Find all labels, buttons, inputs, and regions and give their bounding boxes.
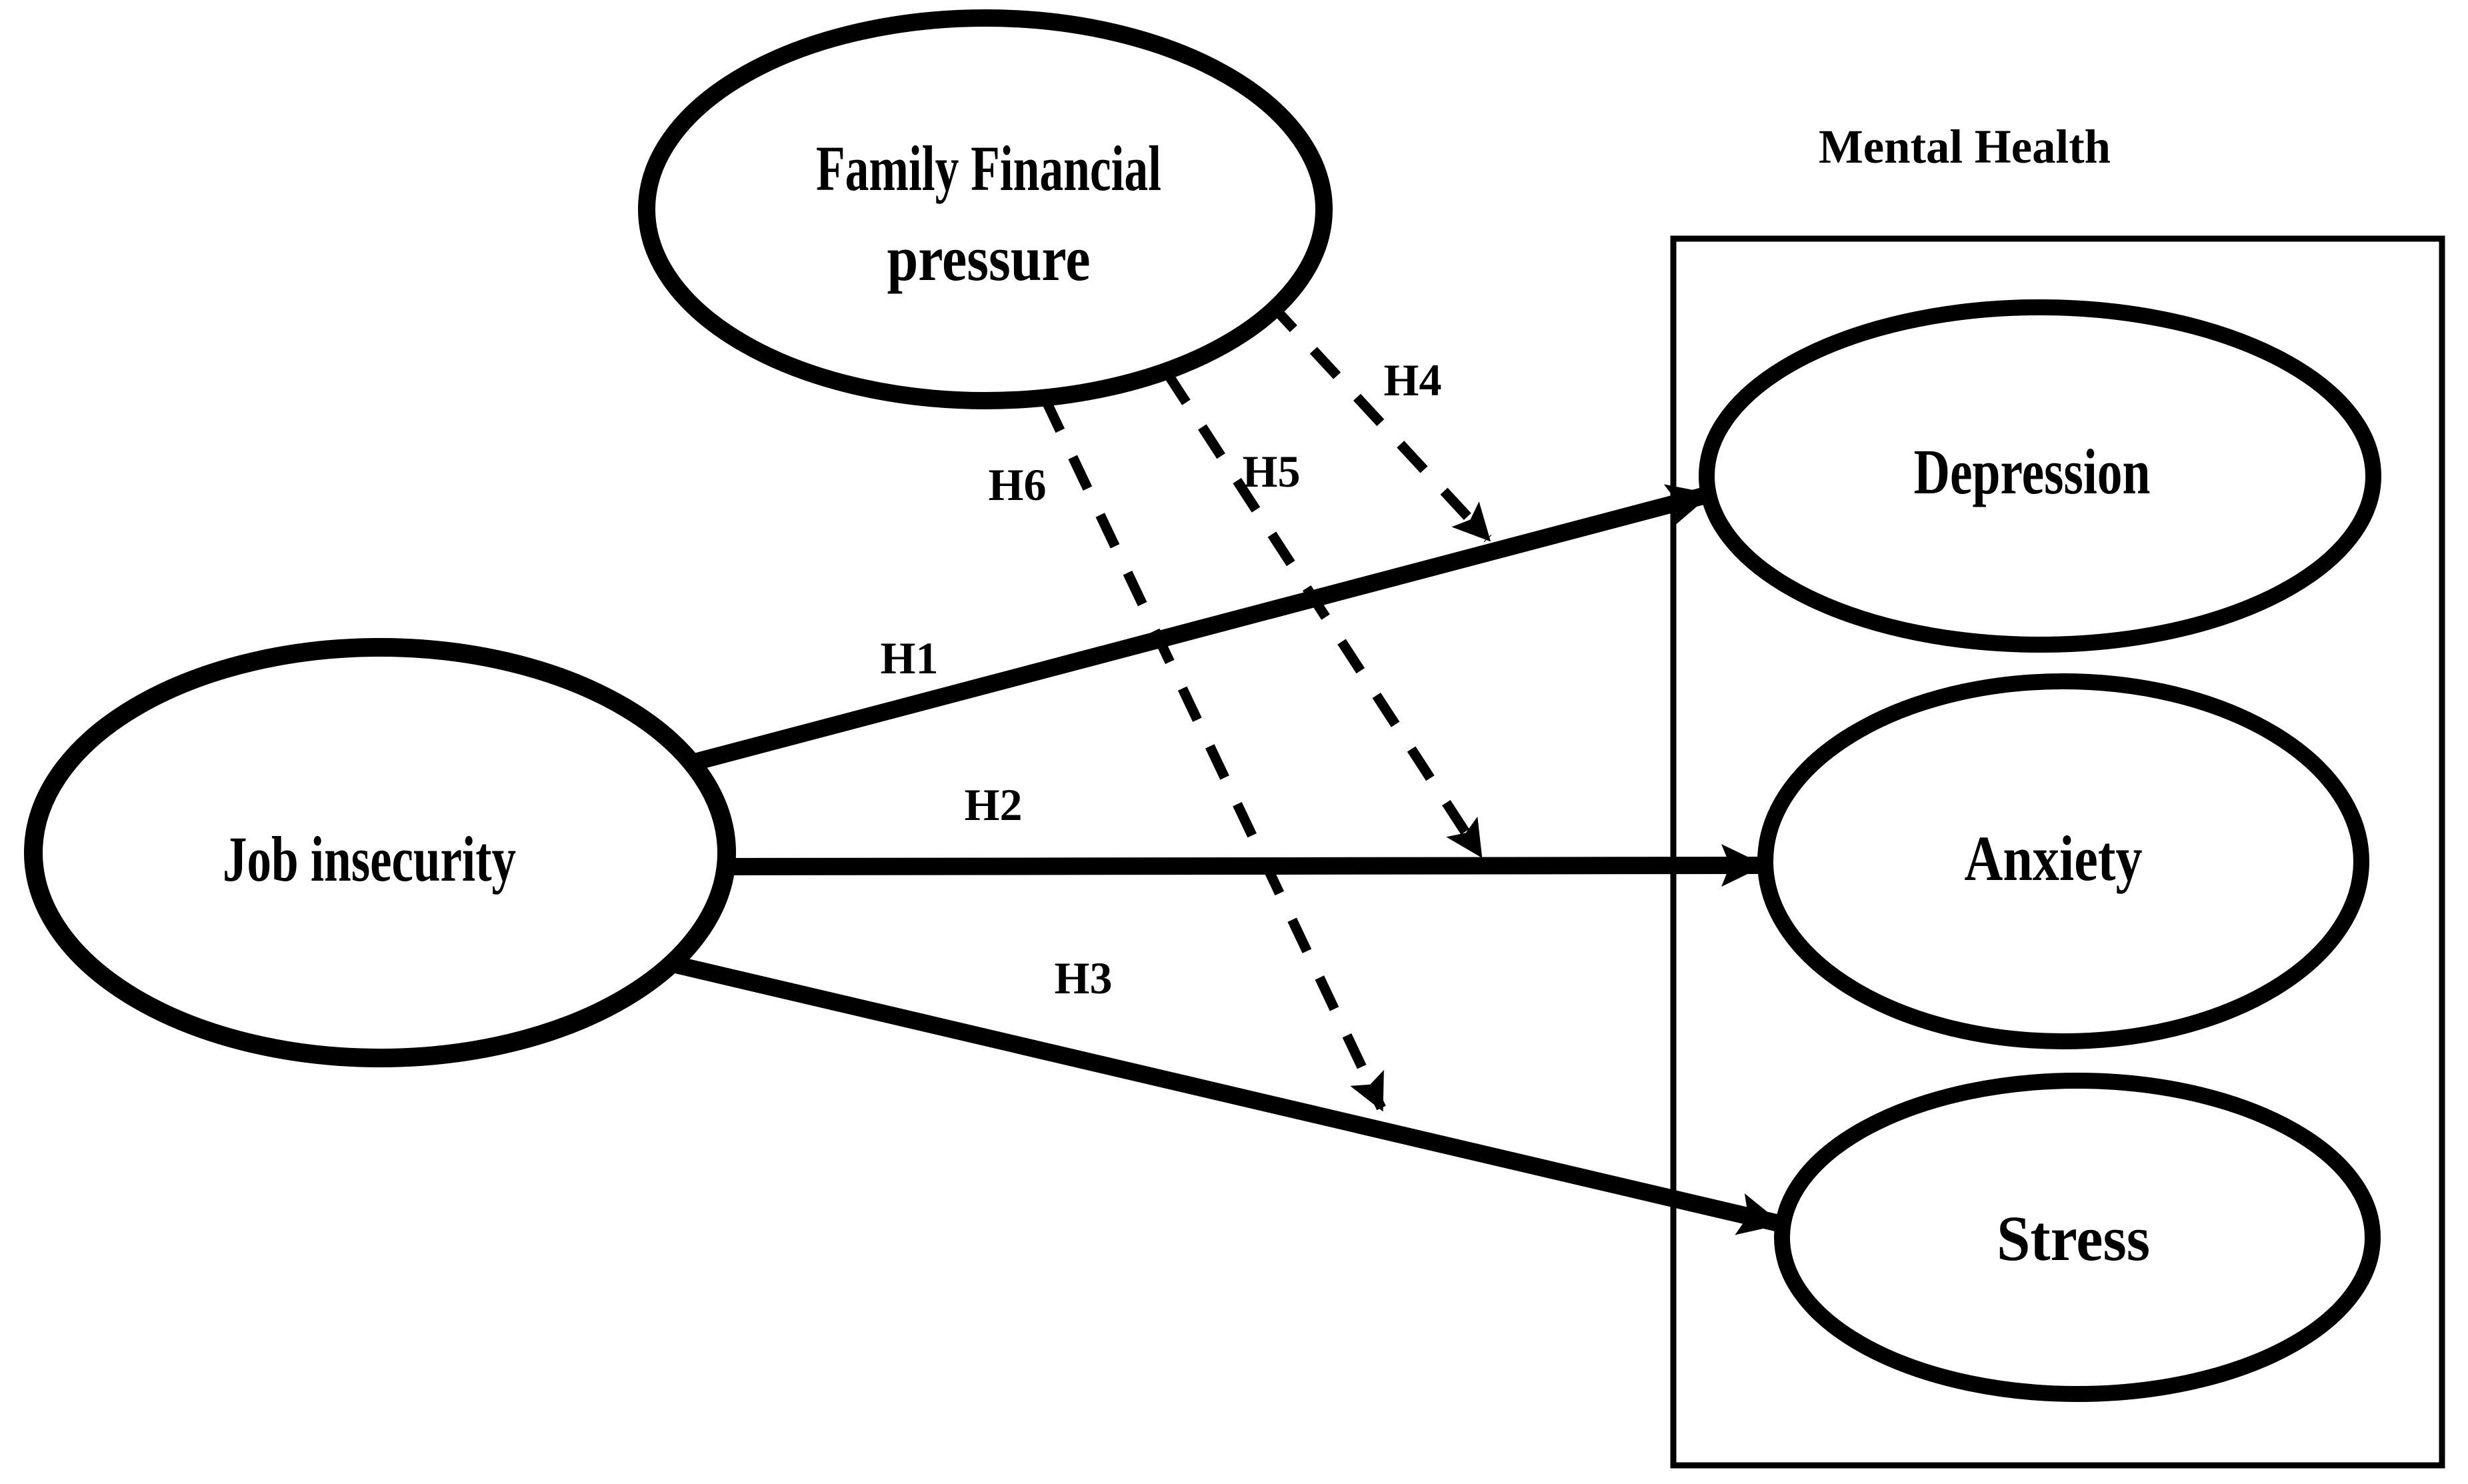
arrow-h2-job-to-anxiety: [725, 844, 1765, 887]
label-h2: H2: [965, 779, 1023, 830]
label-h5: H5: [1243, 446, 1301, 497]
label-h1: H1: [881, 633, 939, 683]
arrow-h6-ffp-to-h3-path: [1041, 397, 1386, 1112]
label-h4: H4: [1384, 355, 1442, 405]
arrow-h3-job-to-stress: [668, 955, 1783, 1235]
label-family-financial-line1: Family Financial: [816, 133, 1161, 204]
node-job-insecurity: [24, 638, 736, 1067]
label-h6: H6: [989, 459, 1047, 510]
label-job-insecurity: Job insecurity: [223, 823, 516, 895]
node-family-financial-pressure: [638, 9, 1333, 409]
label-h3: H3: [1055, 953, 1113, 1003]
mental-health-box: [1670, 235, 2445, 1469]
label-anxiety: Anxiety: [1965, 823, 2143, 894]
node-stress: [1774, 1073, 2381, 1402]
node-anxiety: [1757, 673, 2369, 1049]
arrow-h4-ffp-to-h1-path: [1266, 299, 1492, 543]
arrow-h1-job-to-depression: [685, 484, 1712, 773]
mental-health-title: Mental Health: [1819, 120, 2111, 173]
label-family-financial-line2: pressure: [887, 223, 1091, 294]
label-depression: Depression: [1914, 436, 2151, 507]
arrow-h5-ffp-to-h2-path: [1163, 370, 1485, 859]
node-depression: [1699, 299, 2381, 653]
label-stress: Stress: [1997, 1203, 2150, 1274]
